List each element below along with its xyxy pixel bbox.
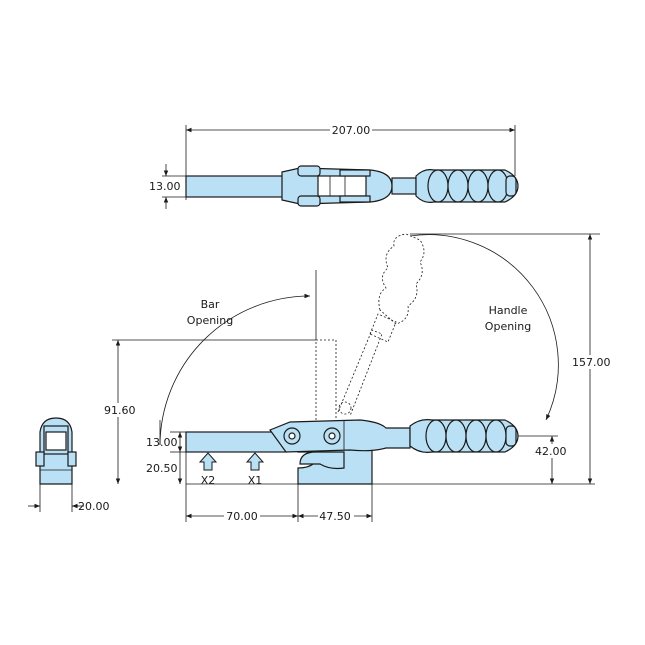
arrow-x1-icon [245, 452, 265, 471]
top-bar [185, 175, 287, 198]
label-x1: X1 [248, 474, 263, 487]
label-bar-opening-2: Opening [187, 314, 233, 327]
label-handle-opening-1: Handle [489, 304, 528, 317]
side-view: Bar Opening Handle Opening X2 [102, 233, 612, 523]
dim-handle-height-open: 157.00 [572, 356, 611, 369]
dim-top-thickness: 13.00 [149, 180, 181, 193]
label-handle-opening-2: Opening [485, 320, 531, 333]
top-handle-grip [415, 169, 519, 203]
open-handle-phantom [315, 233, 425, 420]
dim-base-to-x2: 70.00 [226, 510, 258, 523]
clamp-bar [185, 431, 287, 453]
dim-base-length: 47.50 [319, 510, 351, 523]
end-view: 20.00 [28, 417, 110, 513]
label-x2: X2 [201, 474, 216, 487]
top-view: 207.00 13.00 [149, 123, 519, 209]
dim-bar-thickness: 13.00 [146, 436, 178, 449]
dim-end-width: 20.00 [78, 500, 110, 513]
dim-top-length: 207.00 [332, 124, 371, 137]
label-bar-opening-1: Bar [201, 298, 220, 311]
side-handle-grip [409, 419, 519, 453]
dim-bar-opening-height: 91.60 [104, 404, 136, 417]
dim-bar-height: 20.50 [146, 462, 178, 475]
dim-handle-height-closed: 42.00 [535, 445, 567, 458]
arrow-x2-icon [198, 452, 218, 471]
